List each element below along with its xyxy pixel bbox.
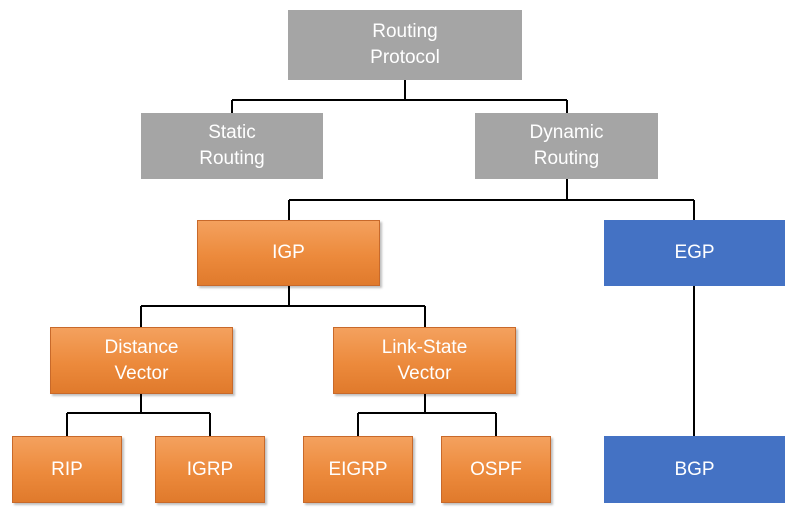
- connector-link-state: [357, 394, 497, 436]
- rip-box: RIP: [12, 436, 122, 503]
- distance-vector-box: Distance Vector: [50, 327, 233, 394]
- egp-box: EGP: [604, 220, 785, 286]
- routing-protocol-box: Routing Protocol: [288, 10, 522, 80]
- connector-distance-vector: [66, 394, 211, 436]
- link-state-vector-box: Link-State Vector: [333, 327, 516, 394]
- static-routing-box: Static Routing: [141, 113, 323, 179]
- ospf-box: OSPF: [441, 436, 551, 503]
- connector-dynamic: [288, 179, 695, 220]
- dynamic-routing-box: Dynamic Routing: [475, 113, 658, 179]
- igp-box: IGP: [197, 220, 380, 286]
- connector-root: [231, 80, 568, 113]
- connector-igp: [140, 286, 426, 327]
- eigrp-box: EIGRP: [303, 436, 413, 503]
- igrp-box: IGRP: [155, 436, 265, 503]
- bgp-box: BGP: [604, 436, 785, 503]
